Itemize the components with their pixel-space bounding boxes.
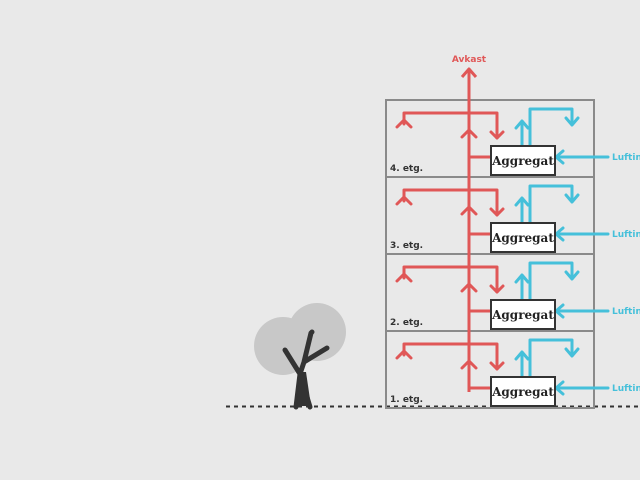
floor-label: 1. etg. [390,395,423,405]
floor-label: 2. etg. [390,318,423,328]
exhaust-branch [395,265,505,313]
floor-3: Aggregat 3. etg. Luftinntak [390,184,640,253]
aggregat-box [490,222,556,253]
aggregat-box [490,376,556,407]
floor-4: Aggregat 4. etg. Luftinntak [390,107,640,176]
exhaust-branch [395,342,505,390]
floor-label: 3. etg. [390,241,423,251]
exhaust-riser: Avkast [452,55,487,392]
intake-label: Luftinntak [612,153,640,163]
tree-icon [254,303,346,410]
floor-1: Aggregat 1. etg. Luftinntak [390,338,640,407]
exhaust-label: Avkast [452,55,487,65]
aggregat-box [490,299,556,330]
aggregat-label: Aggregat [491,154,554,168]
aggregat-box [490,145,556,176]
intake-label: Luftinntak [612,384,640,394]
building [385,99,595,409]
exhaust-branch [395,188,505,236]
intake-branch [514,338,610,396]
intake-label: Luftinntak [612,230,640,240]
floor-label: 4. etg. [390,164,423,174]
floor-2: Aggregat 2. etg. Luftinntak [390,261,640,330]
intake-label: Luftinntak [612,307,640,317]
aggregat-label: Aggregat [491,308,554,322]
intake-branch [514,107,610,165]
aggregat-label: Aggregat [491,231,554,245]
intake-branch [514,261,610,319]
exhaust-branch [395,111,505,159]
floor-outline [385,330,595,409]
intake-branch [514,184,610,242]
aggregat-label: Aggregat [491,385,554,399]
